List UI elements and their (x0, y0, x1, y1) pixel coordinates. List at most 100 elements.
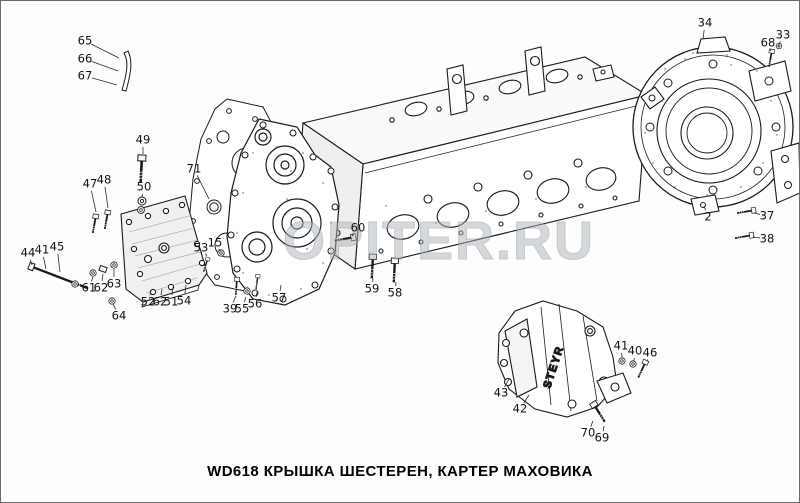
leader-line-47 (91, 190, 97, 213)
callout-43: 43 (494, 386, 509, 400)
bolt-37 (735, 206, 758, 217)
callout-54: 54 (177, 294, 192, 308)
leader-line-48 (104, 186, 109, 209)
bolt-47 (89, 212, 100, 235)
callout-70: 70 (581, 426, 596, 440)
leader-line-57 (279, 284, 282, 292)
callout-69: 69 (595, 431, 610, 445)
leader-line-39 (232, 295, 237, 303)
leader-line-62 (160, 288, 163, 296)
callout-34: 34 (698, 16, 713, 30)
leader-line-64 (112, 303, 117, 310)
nut-62 (98, 264, 108, 274)
callout-2: 2 (704, 210, 711, 224)
callout-56: 56 (248, 297, 263, 311)
callout-42: 42 (513, 402, 528, 416)
leader-line-52 (149, 290, 152, 296)
washer-50b (137, 206, 145, 214)
callout-66: 66 (78, 52, 93, 66)
callout-62: 62 (153, 295, 168, 309)
washer-63 (110, 261, 118, 269)
bolt-46 (634, 358, 650, 380)
callout-15: 15 (208, 236, 223, 250)
callout-50: 50 (137, 180, 152, 194)
washer-61 (89, 269, 97, 277)
leader-line-71 (196, 175, 210, 200)
leader-line-45 (57, 253, 61, 273)
leader-line-60 (351, 233, 355, 237)
leader-line-65 (91, 43, 120, 59)
leader-line-53 (204, 253, 208, 257)
callout-53: 53 (194, 241, 209, 255)
bolt-38 (733, 231, 756, 242)
callout-63: 63 (107, 277, 122, 291)
washer-55 (243, 287, 251, 295)
callout-67: 67 (78, 69, 93, 83)
leader-line-70 (590, 420, 594, 427)
callout-64: 64 (112, 309, 127, 323)
callout-37: 37 (760, 209, 775, 223)
callout-57: 57 (272, 291, 287, 305)
timing-gear-cover (226, 118, 340, 306)
leader-line-61 (91, 276, 94, 282)
washer-41b (618, 357, 626, 365)
leader-line-33 (777, 41, 781, 48)
callout-38: 38 (760, 232, 775, 246)
leader-line-42 (523, 394, 530, 404)
callout-71: 71 (187, 162, 202, 176)
leader-line-43 (504, 378, 510, 388)
callout-33: 33 (776, 28, 791, 42)
callout-48: 48 (97, 173, 112, 187)
leader-line-62 (101, 273, 104, 282)
callout-60: 60 (351, 221, 366, 235)
bolt-48 (101, 208, 112, 231)
washer-40 (629, 360, 637, 368)
flywheel-housing (632, 36, 799, 216)
callout-62: 62 (94, 281, 109, 295)
diagram-caption: WD618 КРЫШКА ШЕСТЕРЕН, КАРТЕР МАХОВИКА (207, 463, 593, 480)
callout-49: 49 (136, 133, 151, 147)
leader-line-37 (753, 212, 761, 215)
leader-line-66 (91, 61, 119, 72)
callout-39: 39 (223, 302, 238, 316)
leader-line-56 (255, 291, 258, 298)
callout-41: 41 (614, 339, 629, 353)
callout-41: 41 (35, 243, 50, 257)
callout-55: 55 (235, 302, 250, 316)
callout-44: 44 (21, 246, 36, 260)
leader-line-46 (646, 359, 648, 362)
leader-line-54 (184, 284, 187, 295)
callout-45: 45 (50, 240, 65, 254)
stud-45 (27, 261, 89, 290)
callout-40: 40 (628, 344, 643, 358)
side-cover-plate (120, 195, 208, 308)
leader-line-68 (770, 49, 772, 52)
callout-52: 52 (141, 295, 156, 309)
callout-51: 51 (164, 295, 179, 309)
o-ring-seal (206, 199, 222, 215)
leader-line-69 (602, 425, 605, 432)
ring-15 (217, 249, 225, 257)
leader-line-15 (218, 248, 221, 252)
leader-line-67 (91, 77, 118, 86)
bolt-49 (135, 153, 148, 184)
washer-64 (108, 297, 116, 305)
leader-line-34 (702, 29, 705, 40)
callout-58: 58 (388, 286, 403, 300)
callout-68: 68 (761, 36, 776, 50)
leader-line-55 (243, 296, 247, 303)
seal-strip (121, 50, 132, 92)
leader-line-2 (703, 205, 706, 211)
mount-bracket: STEYR (497, 300, 632, 418)
callout-46: 46 (643, 346, 658, 360)
fasteners (27, 42, 783, 425)
leader-line-50 (141, 193, 144, 198)
leader-line-41 (43, 256, 47, 270)
leader-line-44 (29, 259, 33, 266)
callout-61: 61 (82, 281, 97, 295)
washer-41 (71, 280, 79, 288)
washer-50 (137, 196, 147, 206)
callout-47: 47 (83, 177, 98, 191)
